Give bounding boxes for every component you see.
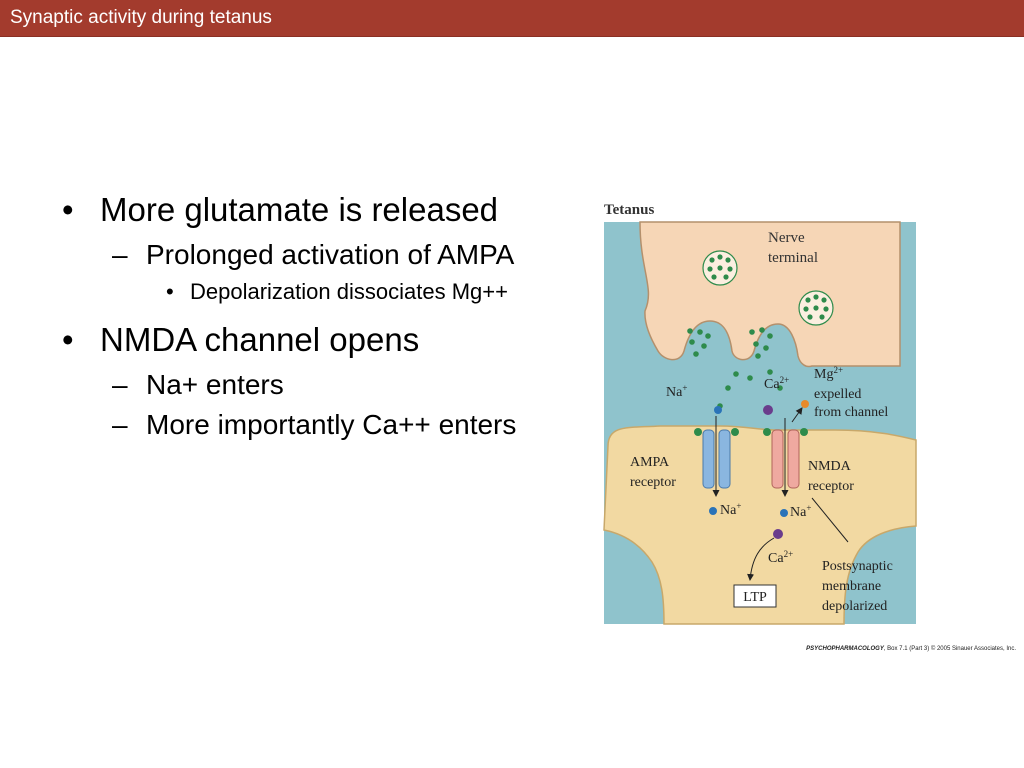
- label-line: NMDA: [808, 459, 852, 474]
- mg-expelled-label: from channel: [814, 405, 888, 420]
- label-line: receptor: [630, 475, 676, 490]
- bullet-mark: •: [62, 321, 74, 358]
- figure-heading: Tetanus: [604, 202, 654, 218]
- label-line: Postsynaptic: [822, 559, 893, 574]
- postsynaptic-label: Postsynaptic membrane depolarized: [822, 559, 893, 614]
- na-ion: [714, 406, 722, 414]
- bullet-item: • More glutamate is released: [62, 190, 542, 230]
- ca-in-label: Ca2+: [768, 549, 793, 566]
- ca-ion: [763, 405, 773, 415]
- bullet-mark: •: [166, 279, 174, 304]
- ltp-label: LTP: [743, 590, 767, 605]
- vesicle: [702, 250, 738, 286]
- bullet-text: More glutamate is released: [100, 191, 499, 228]
- nmda-receptor-label: NMDA receptor: [808, 459, 854, 494]
- label-line: Nerve: [768, 230, 805, 246]
- dash-mark: –: [112, 369, 128, 400]
- credit-rest: , Box 7.1 (Part 3) © 2005 Sinauer Associ…: [883, 646, 1016, 652]
- sub-bullet-item: – Prolonged activation of AMPA: [62, 238, 542, 272]
- nerve-terminal-label: Nerve terminal: [768, 230, 818, 266]
- label-line: depolarized: [822, 599, 887, 614]
- na-in-left-label: Na+: [720, 501, 741, 518]
- tetanus-synapse-diagram: Tetanus Nerve terminal Na+ Ca2+ Mg2+: [603, 202, 917, 625]
- ca-top-label: Ca2+: [764, 375, 789, 392]
- ampa-receptor: [694, 406, 739, 497]
- dash-mark: –: [112, 239, 128, 270]
- na-ion: [780, 509, 788, 517]
- nmda-receptor: [763, 400, 809, 497]
- sub-bullet-text: More importantly Ca++ enters: [146, 409, 517, 440]
- ltp-box: [733, 584, 777, 608]
- label-line: terminal: [768, 250, 818, 266]
- mg-ion: [801, 400, 809, 408]
- sub-bullet-item: – More importantly Ca++ enters: [62, 408, 542, 442]
- na-top-label: Na+: [666, 383, 687, 400]
- bullet-text: NMDA channel opens: [100, 321, 420, 358]
- label-line: membrane: [822, 579, 881, 594]
- sub-sub-bullet-text: Depolarization dissociates Mg++: [190, 279, 508, 304]
- nerve-terminal: [639, 221, 901, 368]
- label-line: AMPA: [630, 455, 670, 470]
- bullet-list: • More glutamate is released – Prolonged…: [62, 190, 542, 448]
- na-ion: [709, 507, 717, 515]
- ca-ion: [773, 529, 783, 539]
- na-in-right-label: Na+: [790, 503, 811, 520]
- sub-bullet-item: – Na+ enters: [62, 368, 542, 402]
- credit-book: PSYCHOPHARMACOLOGY: [806, 646, 884, 652]
- sub-bullet-text: Na+ enters: [146, 369, 284, 400]
- bullet-mark: •: [62, 191, 74, 228]
- postsynaptic-cell: [603, 425, 917, 625]
- mg-expelled-label: expelled: [814, 387, 861, 402]
- sub-sub-bullet-item: • Depolarization dissociates Mg++: [62, 278, 542, 306]
- label-line: receptor: [808, 479, 854, 494]
- bullet-item: • NMDA channel opens: [62, 320, 542, 360]
- slide-title: Synaptic activity during tetanus: [10, 7, 272, 28]
- dash-mark: –: [112, 409, 128, 440]
- mg-label: Mg2+: [814, 365, 843, 382]
- figure-credit: PSYCHOPHARMACOLOGY, Box 7.1 (Part 3) © 2…: [806, 646, 1016, 652]
- membrane-pointer-line: [811, 497, 849, 543]
- vesicle-group: [687, 250, 834, 409]
- sub-bullet-text: Prolonged activation of AMPA: [146, 239, 515, 270]
- ca-to-ltp-arrow: [747, 537, 775, 581]
- ampa-receptor-label: AMPA receptor: [630, 455, 676, 490]
- vesicle: [798, 290, 834, 326]
- title-bar: Synaptic activity during tetanus: [0, 0, 1024, 37]
